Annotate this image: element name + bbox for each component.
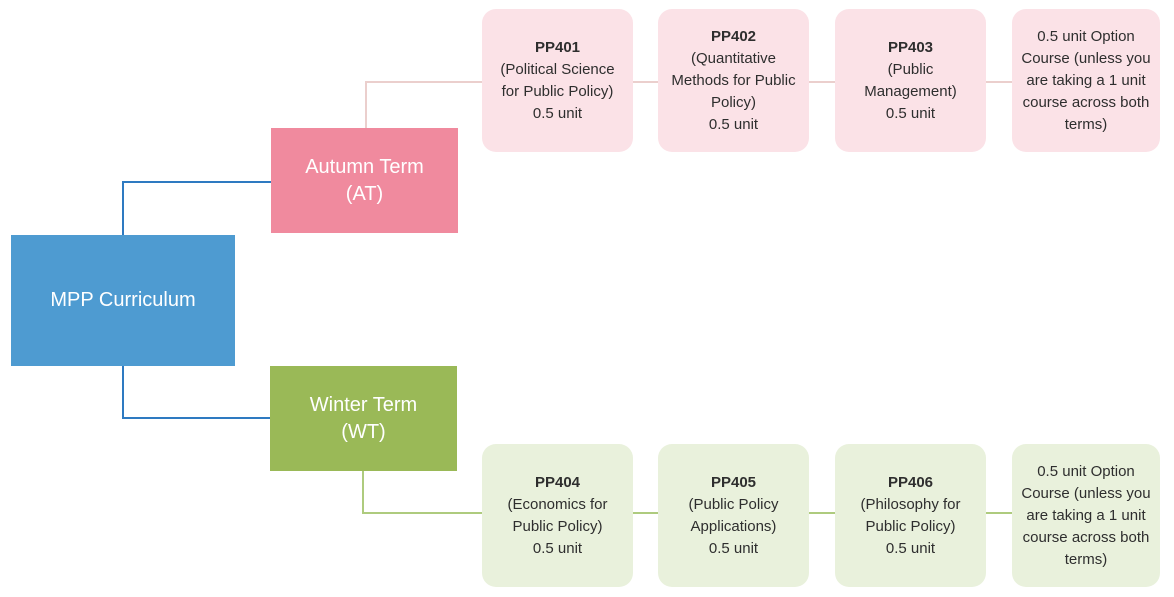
- course-node-pp406: PP406 (Philosophy for Public Policy) 0.5…: [835, 444, 986, 587]
- course-name: (Quantitative Methods for Public Policy): [671, 49, 796, 111]
- course-node-pp405: PP405 (Public Policy Applications) 0.5 u…: [658, 444, 809, 587]
- course-code: PP405: [710, 473, 757, 491]
- course-node-pp403: PP403 (Public Management) 0.5 unit: [835, 9, 986, 152]
- course-code: PP406: [887, 473, 934, 491]
- course-node-pp401: PP401 (Political Science for Public Poli…: [482, 9, 633, 152]
- course-name: (Philosophy for Public Policy): [860, 495, 961, 535]
- root-node-label: MPP Curriculum: [50, 289, 196, 311]
- course-code: PP402: [710, 27, 757, 45]
- course-name: (Public Management): [864, 60, 957, 100]
- autumn-term-label-line1: Autumn Term: [305, 155, 424, 178]
- course-code: PP401: [534, 38, 581, 56]
- course-code: PP403: [887, 38, 934, 56]
- option-course-text: 0.5 unit Option Course (unless you are t…: [1021, 27, 1151, 133]
- course-unit: 0.5 unit: [885, 539, 936, 557]
- autumn-term-node: Autumn Term (AT): [271, 128, 458, 233]
- winter-term-label-line2: (WT): [341, 420, 386, 443]
- course-unit: 0.5 unit: [708, 115, 759, 133]
- course-unit: 0.5 unit: [532, 104, 583, 122]
- winter-term-label-line1: Winter Term: [309, 393, 418, 416]
- option-course-node-winter: 0.5 unit Option Course (unless you are t…: [1012, 444, 1160, 587]
- course-unit: 0.5 unit: [708, 539, 759, 557]
- winter-term-node: Winter Term (WT): [270, 366, 457, 471]
- option-course-text: 0.5 unit Option Course (unless you are t…: [1021, 462, 1151, 568]
- option-course-node-autumn: 0.5 unit Option Course (unless you are t…: [1012, 9, 1160, 152]
- course-unit: 0.5 unit: [532, 539, 583, 557]
- connector-winter-vertical: [362, 471, 364, 513]
- course-name: (Economics for Public Policy): [507, 495, 608, 535]
- course-name: (Public Policy Applications): [688, 495, 779, 535]
- course-code: PP404: [534, 473, 581, 491]
- course-name: (Political Science for Public Policy): [500, 60, 615, 100]
- connector-autumn-vertical: [365, 81, 367, 128]
- connector-root-to-autumn: [122, 181, 271, 183]
- course-node-pp402: PP402 (Quantitative Methods for Public P…: [658, 9, 809, 152]
- course-unit: 0.5 unit: [885, 104, 936, 122]
- autumn-term-label-line2: (AT): [345, 182, 384, 205]
- connector-root-to-winter: [122, 417, 270, 419]
- root-node-mpp-curriculum: MPP Curriculum: [11, 235, 235, 366]
- course-node-pp404: PP404 (Economics for Public Policy) 0.5 …: [482, 444, 633, 587]
